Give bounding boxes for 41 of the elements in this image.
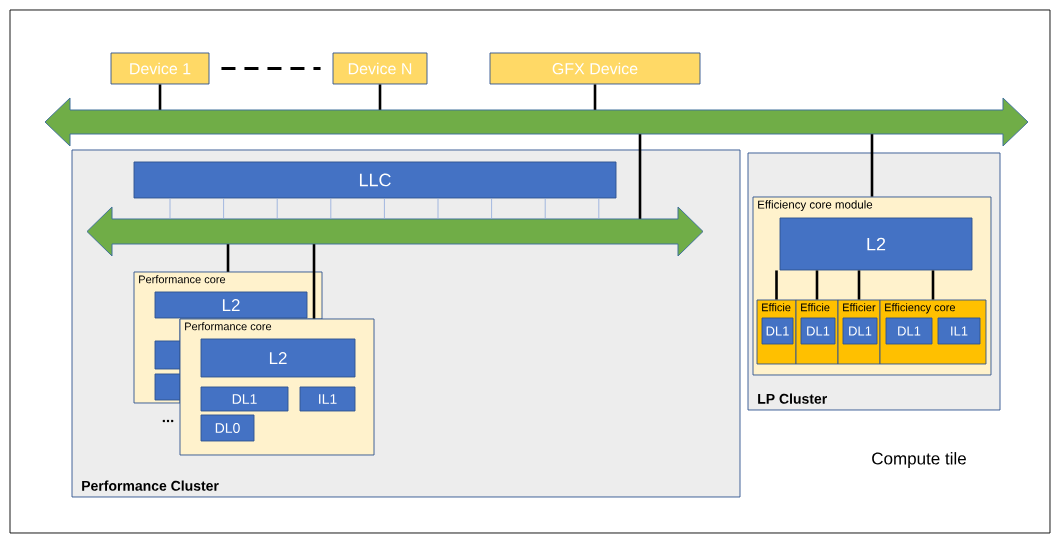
device-box: Device N: [332, 52, 428, 85]
connector-line: [931, 270, 935, 300]
connector-line: [223, 198, 224, 220]
connector-line: [226, 244, 230, 272]
connector-line: [276, 198, 278, 220]
cache-box: DL0: [200, 414, 255, 442]
cache-box: IL1: [299, 386, 356, 412]
connector-line: [815, 270, 819, 300]
connector-line: [169, 198, 171, 220]
cache-box: IL1: [937, 317, 981, 345]
connector-line: [857, 270, 861, 300]
connector-line: [378, 84, 382, 110]
connector-line: [312, 244, 316, 319]
cache-box: DL1: [842, 317, 878, 345]
cache-box: L2: [200, 338, 356, 378]
cache-box: [154, 373, 181, 401]
ellipsis: ...: [162, 419, 174, 423]
connector-line: [638, 134, 642, 219]
device-box: Device 1: [110, 52, 210, 85]
connector-line: [870, 134, 874, 197]
bus-bar: [86, 206, 704, 257]
cache-box: DL1: [800, 317, 836, 345]
dashed-line: [221, 67, 321, 70]
cache-box: L2: [779, 217, 973, 271]
connector-line: [491, 198, 492, 220]
connector-line: [437, 198, 439, 220]
connector-line: [330, 198, 332, 220]
bus-bar: [44, 97, 1029, 147]
connector-line: [544, 198, 546, 220]
cache-box: DL1: [200, 386, 289, 412]
device-box: GFX Device: [489, 52, 701, 85]
connector-line: [598, 198, 600, 220]
cache-box: LLC: [133, 161, 617, 199]
cache-box: DL1: [761, 317, 794, 345]
connector-line: [775, 270, 778, 300]
cache-box: [154, 340, 181, 370]
cache-box: L2: [154, 291, 308, 319]
connector-line: [158, 84, 162, 110]
connector-line: [593, 84, 597, 110]
connector-line: [384, 198, 385, 220]
cache-box: DL1: [885, 317, 933, 345]
